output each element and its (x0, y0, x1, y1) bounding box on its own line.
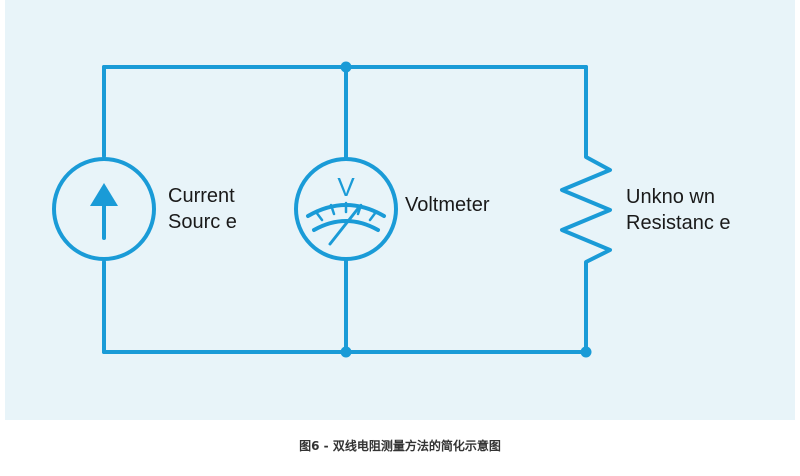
current-arrow-icon (90, 183, 118, 206)
meter-scale-inner (312, 219, 380, 232)
junction-dot-right (580, 346, 592, 358)
meter-tick (329, 203, 336, 216)
meter-needle (328, 204, 362, 246)
meter-tick (314, 210, 324, 222)
junction-dot-top (340, 61, 352, 73)
figure-caption: 图6 - 双线电阻测量方法的简化示意图 (299, 439, 501, 453)
meter-tick (368, 210, 378, 222)
circuit-diagram: V (52, 61, 612, 358)
current-source-label: Current Sourc e (168, 185, 237, 233)
current-source-circle (52, 157, 156, 261)
meter-symbol: V (337, 172, 355, 202)
voltmeter-circle (294, 157, 398, 261)
unknown-resistance-label: Unkno wn Resistanc e (626, 186, 731, 234)
resistor-symbol (560, 65, 612, 354)
voltmeter-label: Voltmeter (405, 194, 490, 216)
junction-dot-bottom (340, 346, 352, 358)
